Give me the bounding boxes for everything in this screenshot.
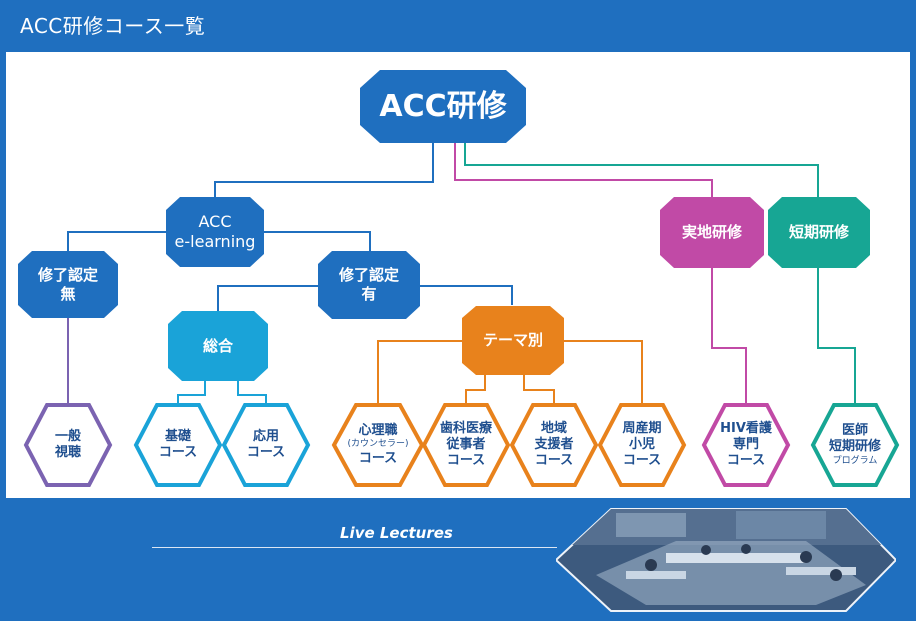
practical-node-shape [660,197,764,268]
general-node-shape [168,311,268,381]
leaf-shapes [23,403,900,487]
physician-program-shape [810,403,900,487]
applied-course-shape [221,403,311,487]
node-shapes [18,70,870,381]
regional-course-shape [509,403,599,487]
connector-root-short [464,143,819,197]
general-viewing-shape [23,403,113,487]
frame-right [910,52,916,502]
hiv-nursing-course-shape [701,403,791,487]
short-node-shape [768,197,870,268]
connector-root-practical [454,143,713,197]
connector-elearning-children [67,231,371,251]
connector-short-physician [817,268,856,405]
basic-course-shape [133,403,223,487]
connector-withcert-children [217,285,513,311]
course-tree-diagram [18,70,900,487]
withcert-node-shape [318,251,420,319]
connector-theme-children [377,340,643,405]
elearning-node-shape [166,197,264,267]
connector-root-elearning [214,143,434,197]
lecture-room-photo [556,508,896,612]
psychology-course-shape [331,403,425,487]
root-node-shape [360,70,526,143]
connector-practical-hiv [711,268,747,405]
connector-general-children [177,381,267,405]
frame-left [0,52,6,502]
perinatal-course-shape [597,403,687,487]
dental-course-shape [421,403,511,487]
nocert-node-shape [18,251,118,318]
live-lectures-label: Live Lectures [340,524,453,542]
connectors [67,143,856,405]
theme-node-shape [462,306,564,375]
header-bar: ACC研修コース一覧 [0,0,916,52]
page-title: ACC研修コース一覧 [20,14,206,38]
live-lectures-rule [152,547,557,548]
